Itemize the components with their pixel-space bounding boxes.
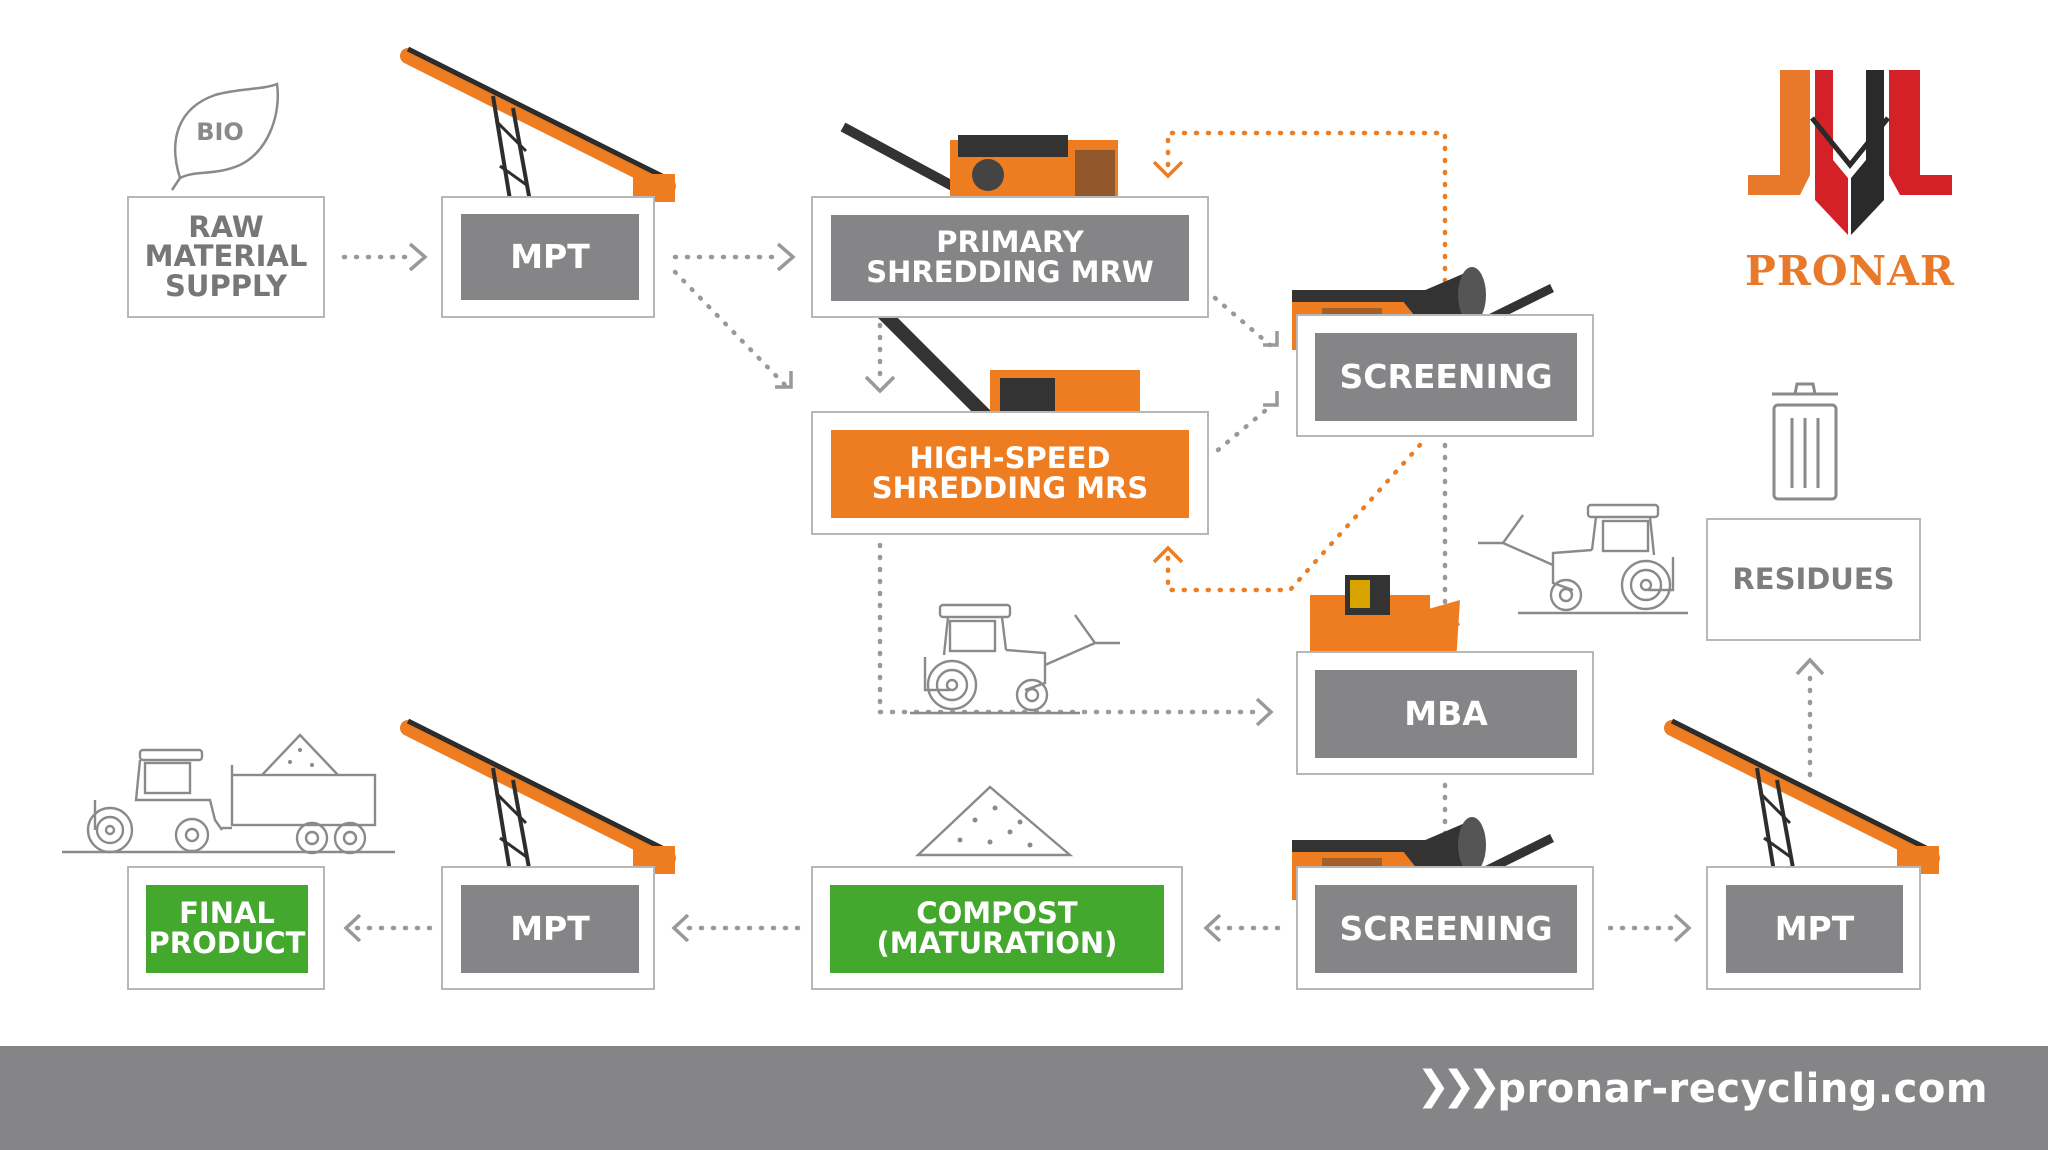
mpt-bottom-left-node: MPT [441, 866, 655, 990]
leaf-icon [170, 82, 279, 191]
chevron-right-icon [343, 242, 1825, 943]
mba-node: MBA [1296, 651, 1594, 775]
material-pile-icon [261, 733, 339, 776]
tractor-trailer-icon [62, 748, 395, 855]
bio-label: BIO [196, 118, 244, 146]
mpt-bottom-right-node: MPT [1706, 866, 1921, 990]
high-speed-shredding-label: HIGH-SPEED SHREDDING MRS [831, 430, 1189, 518]
residues-label: RESIDUES [1732, 561, 1895, 596]
final-product-label: FINAL PRODUCT [146, 885, 308, 973]
high-speed-shredding-node: HIGH-SPEED SHREDDING MRS [811, 411, 1209, 535]
footer-bar: ❯❯❯ pronar-recycling.com [0, 1046, 2048, 1150]
chevron-right-icon: ❯❯❯ [1416, 1063, 1500, 1109]
pronar-logo-text: PRONAR [1745, 247, 1955, 295]
orange-chevron-icon [1152, 160, 1184, 564]
trash-bin-icon [1772, 382, 1838, 501]
screening-top-node: SCREENING [1296, 314, 1594, 437]
screening-bottom-label: SCREENING [1315, 885, 1577, 973]
primary-shredding-label: PRIMARY SHREDDING MRW [831, 215, 1189, 301]
screening-bottom-node: SCREENING [1296, 866, 1594, 990]
final-product-node: FINAL PRODUCT [127, 866, 325, 990]
mba-label: MBA [1315, 670, 1577, 758]
mpt-bottom-left-label: MPT [461, 885, 639, 973]
mpt-top-label: MPT [461, 214, 639, 300]
raw-material-label: RAW MATERIAL SUPPLY [144, 209, 308, 303]
mpt-top-node: MPT [441, 196, 655, 318]
screening-top-label: SCREENING [1315, 333, 1577, 421]
primary-shredding-node: PRIMARY SHREDDING MRW [811, 196, 1209, 318]
raw-material-node: RAW MATERIAL SUPPLY [127, 196, 325, 318]
compost-node: COMPOST (MATURATION) [811, 866, 1183, 990]
website-link[interactable]: pronar-recycling.com [1497, 1066, 1988, 1112]
residues-node: RESIDUES [1706, 518, 1921, 641]
mpt-bottom-right-label: MPT [1726, 885, 1903, 973]
recirculation-arrows [1165, 130, 1448, 593]
pronar-logo [1748, 70, 1952, 235]
compost-label: COMPOST (MATURATION) [830, 885, 1164, 973]
material-pile-icon [288, 748, 1074, 857]
